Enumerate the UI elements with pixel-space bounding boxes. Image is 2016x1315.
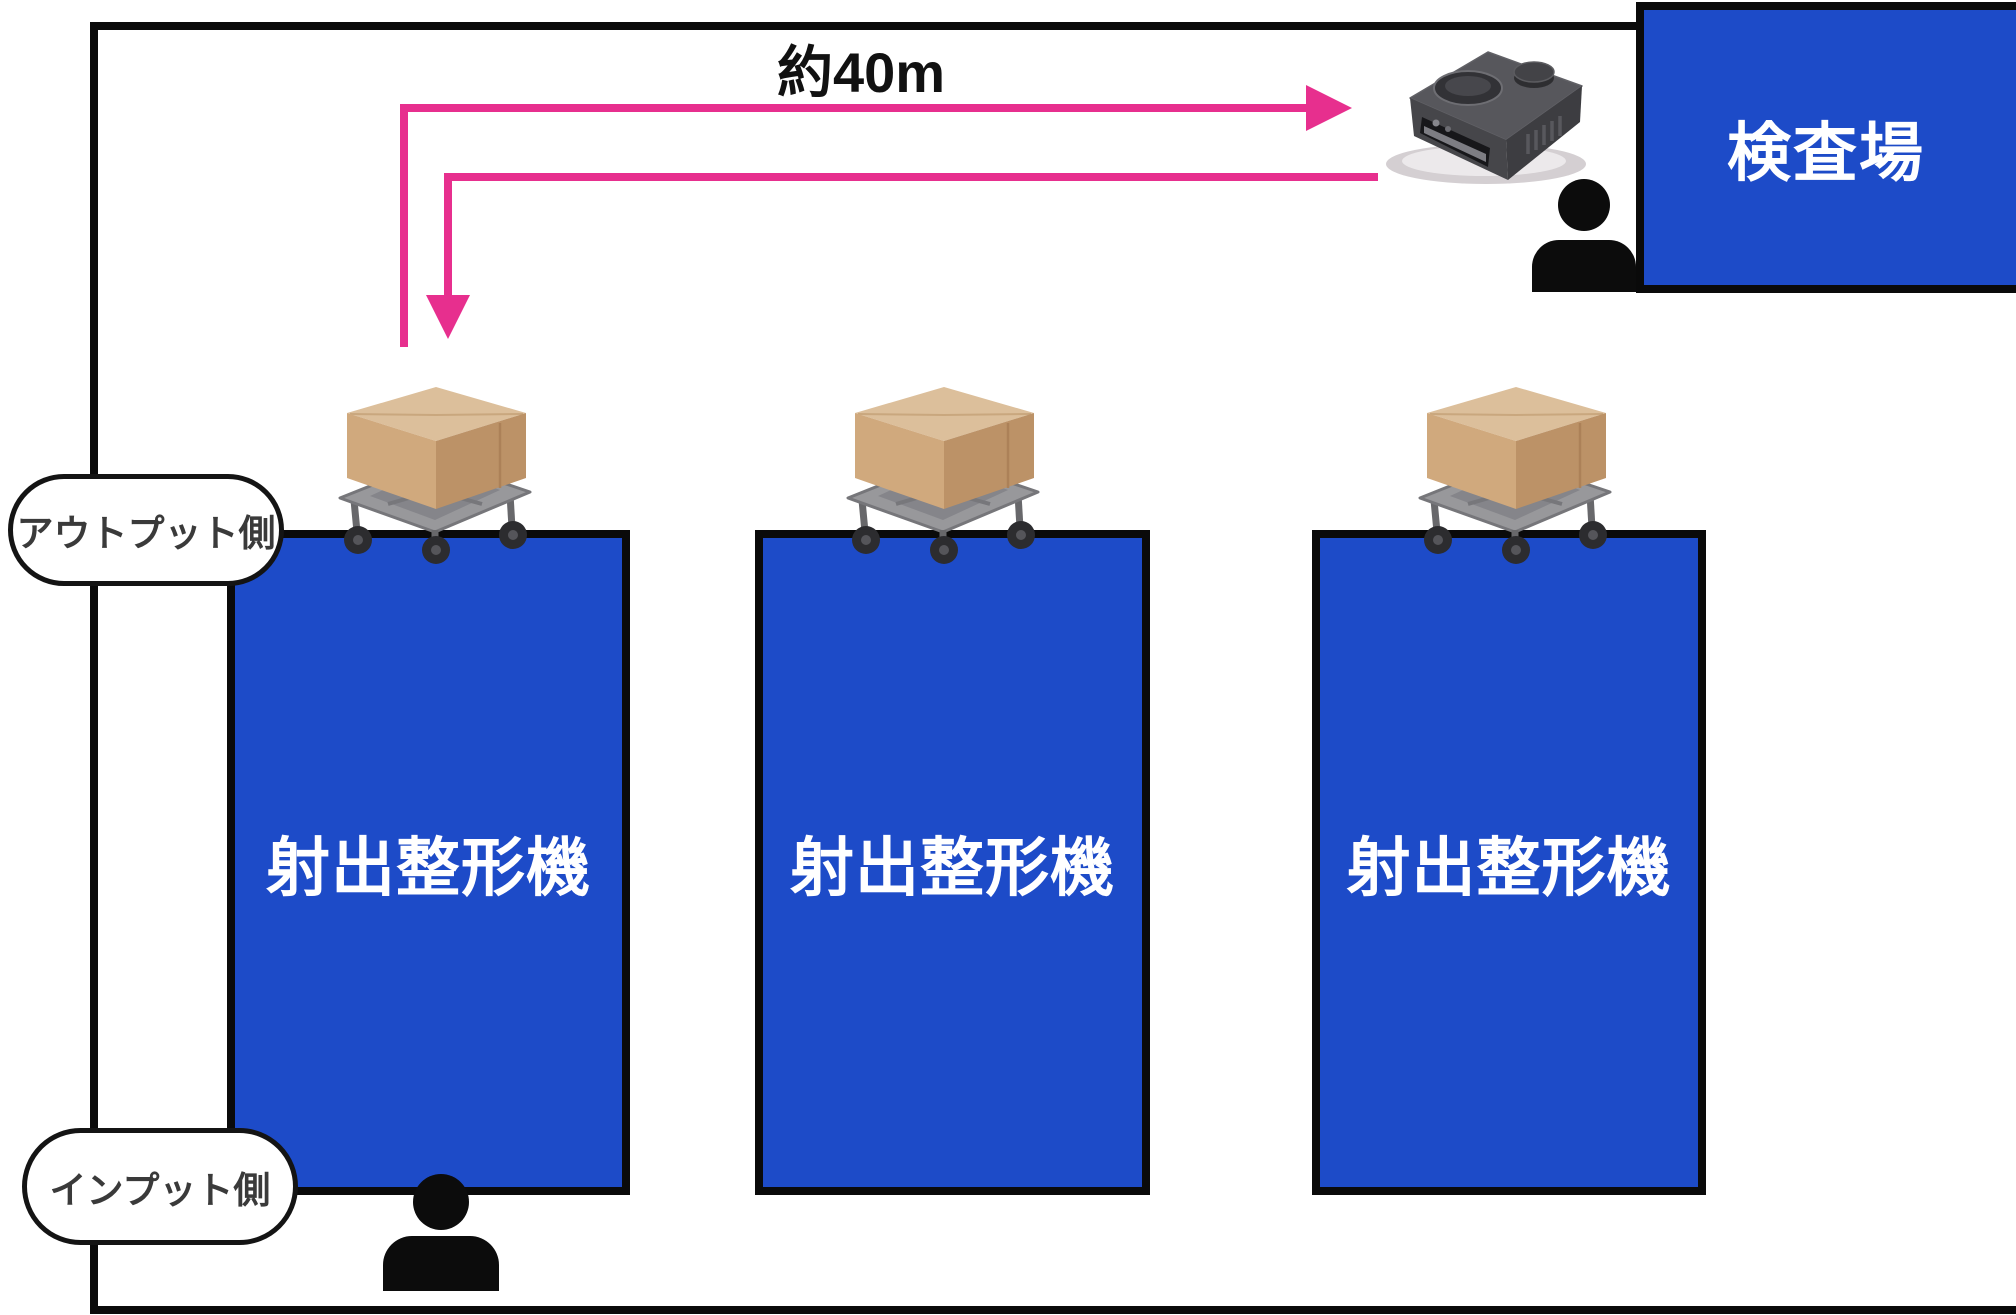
machine-2-label: 射出整形機 bbox=[790, 831, 1115, 904]
route-outbound-vertical-line bbox=[400, 107, 408, 347]
person-body bbox=[1532, 240, 1636, 292]
cart-with-box-icon-1 bbox=[330, 382, 540, 567]
input-side-label: インプット側 bbox=[49, 1169, 271, 1211]
person-body bbox=[383, 1236, 499, 1291]
cart-with-box-icon bbox=[338, 387, 532, 564]
factory-outline bbox=[90, 22, 2016, 1314]
agv-robot-icon bbox=[1378, 38, 1598, 190]
inspection-area: 検査場 bbox=[1636, 2, 2016, 293]
route-return-horizontal-line bbox=[444, 173, 1378, 181]
input-side-bubble: インプット側 bbox=[22, 1128, 298, 1245]
machine-2: 射出整形機 bbox=[755, 530, 1150, 1195]
person-head bbox=[1558, 179, 1610, 231]
route-return-arrowhead-icon bbox=[426, 295, 470, 339]
machine-1: 射出整形機 bbox=[227, 530, 630, 1195]
person-icon-inspection bbox=[1532, 179, 1636, 292]
output-side-bubble: アウトプット側 bbox=[8, 474, 284, 586]
route-outbound-horizontal-line bbox=[400, 104, 1306, 112]
cart-with-box-icon-3 bbox=[1410, 382, 1620, 567]
machine-1-label: 射出整形機 bbox=[266, 831, 591, 904]
machine-3: 射出整形機 bbox=[1312, 530, 1706, 1195]
cart-with-box-icon bbox=[846, 387, 1040, 564]
inspection-area-label: 検査場 bbox=[1727, 116, 1925, 189]
person-icon-input-side bbox=[383, 1174, 499, 1291]
output-side-label: アウトプット側 bbox=[16, 513, 276, 554]
route-return-vertical-line bbox=[444, 173, 452, 295]
route-outbound-arrowhead-icon bbox=[1306, 85, 1352, 131]
agv-robot-icon bbox=[1386, 51, 1586, 184]
distance-label: 約40m bbox=[776, 41, 946, 104]
person-head bbox=[413, 1174, 469, 1230]
machine-3-label: 射出整形機 bbox=[1346, 831, 1672, 904]
cart-with-box-icon bbox=[1418, 387, 1612, 564]
cart-with-box-icon-2 bbox=[838, 382, 1048, 567]
